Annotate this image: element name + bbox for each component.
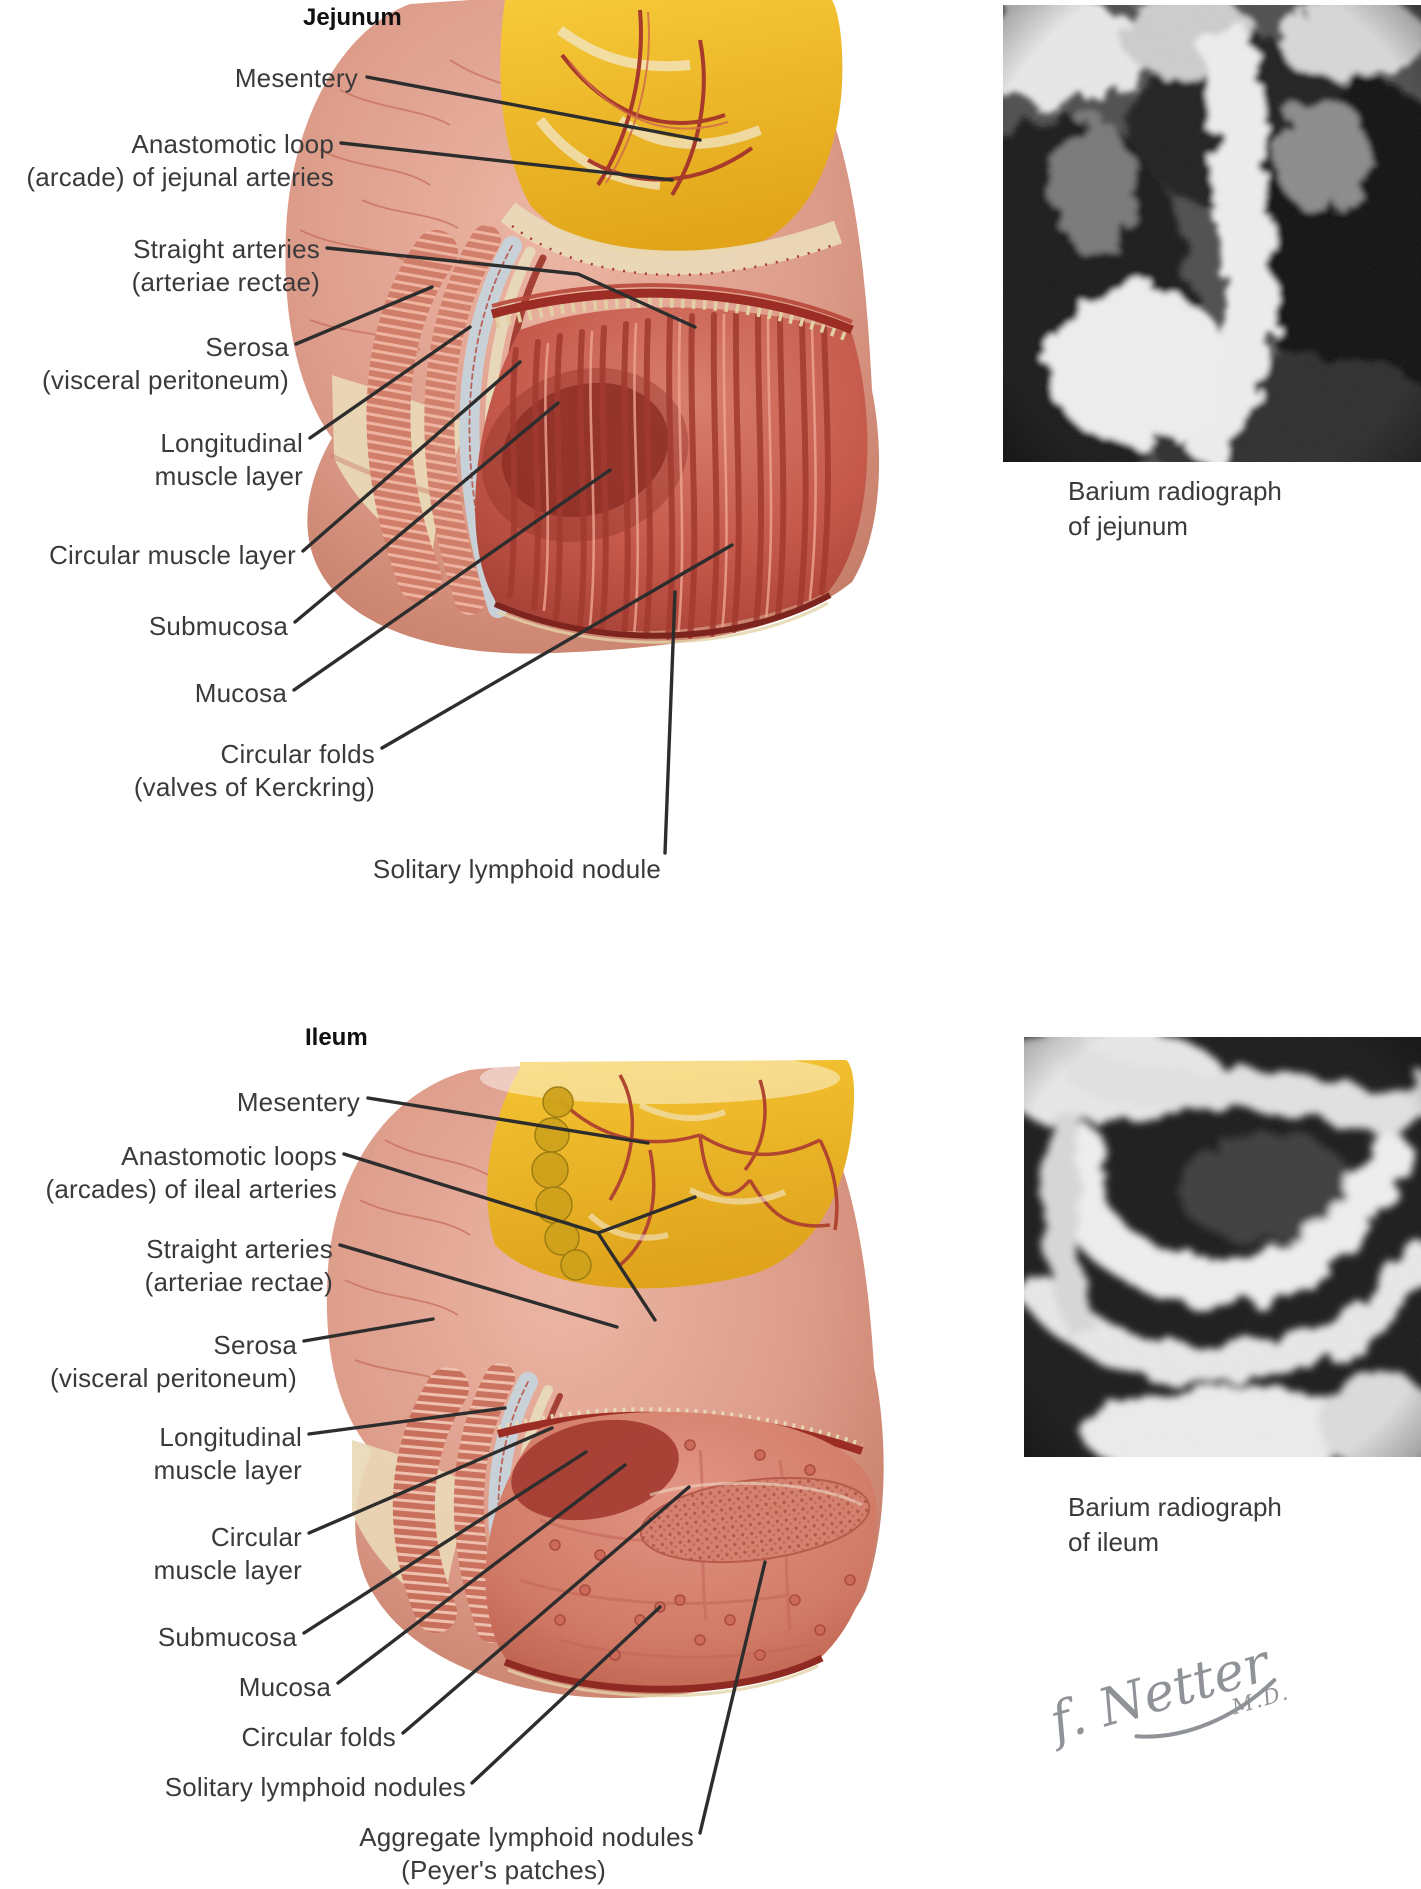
label-jejunum-circular-folds: Circular folds (valves of Kerckring) [134,738,375,804]
label-text: (arcades) of ileal arteries [45,1174,337,1204]
label-ileum-aggregate-nodules: Aggregate lymphoid nodules (Peyer's patc… [359,1821,694,1887]
label-ileum-serosa: Serosa (visceral peritoneum) [50,1329,297,1395]
jejunum-radiograph-caption: Barium radiograph of jejunum [1068,474,1282,544]
label-text: Mesentery [236,1087,360,1117]
jejunum-title: Jejunum [303,4,402,31]
label-jejunum-mesentery: Mesentery [235,62,358,95]
label-jejunum-circular-muscle: Circular muscle layer [49,539,296,572]
label-text: Circular folds [241,1722,396,1752]
label-text: Serosa [205,332,289,362]
caption-text: of ileum [1068,1527,1160,1557]
label-text: Serosa [213,1330,297,1360]
label-jejunum-submucosa: Submucosa [149,610,288,643]
label-jejunum-serosa: Serosa (visceral peritoneum) [42,331,289,397]
label-ileum-straight-arteries: Straight arteries (arteriae rectae) [145,1233,333,1299]
label-text: Longitudinal [159,1422,302,1452]
label-text: (visceral peritoneum) [42,365,289,395]
label-jejunum-straight-arteries: Straight arteries (arteriae rectae) [132,233,320,299]
label-text: Straight arteries [133,234,320,264]
label-text: muscle layer [153,1455,302,1485]
netter-signature: f. Netter M.D. [1030,1598,1320,1793]
ileum-illustration [326,1058,884,1699]
label-text: Submucosa [157,1622,297,1652]
label-ileum-solitary-nodules: Solitary lymphoid nodules [165,1771,466,1804]
label-text: Mucosa [238,1672,331,1702]
label-text: muscle layer [153,1555,302,1585]
caption-text: Barium radiograph [1068,1492,1282,1522]
label-ileum-anastomotic-loops: Anastomotic loops (arcades) of ileal art… [45,1140,337,1206]
label-text: Aggregate lymphoid nodules [359,1822,694,1852]
label-text: Anastomotic loop [131,129,334,159]
label-text: (arteriae rectae) [144,1267,333,1297]
label-text: Circular muscle layer [49,540,296,570]
label-ileum-mucosa: Mucosa [239,1671,331,1704]
label-text: (Peyer's patches) [401,1855,606,1885]
signature-flourish [1134,1678,1277,1739]
label-ileum-longitudinal-muscle: Longitudinal muscle layer [154,1421,302,1487]
label-ileum-circular-muscle: Circular muscle layer [154,1521,302,1587]
label-jejunum-mucosa: Mucosa [195,677,287,710]
label-jejunum-longitudinal-muscle: Longitudinal muscle layer [155,427,303,493]
label-text: (visceral peritoneum) [50,1363,297,1393]
label-text: Circular folds [220,739,375,769]
label-text: Circular [210,1522,302,1552]
label-text: Anastomotic loops [121,1141,337,1171]
ileum-radiograph-caption: Barium radiograph of ileum [1068,1490,1282,1560]
label-text: muscle layer [154,461,303,491]
label-jejunum-anastomotic-loop: Anastomotic loop (arcade) of jejunal art… [26,128,334,194]
label-text: Longitudinal [160,428,303,458]
label-ileum-submucosa: Submucosa [158,1621,297,1654]
label-text: Solitary lymphoid nodule [372,854,661,884]
label-text: (arteriae rectae) [131,267,320,297]
ileum-radiograph [1024,1037,1421,1457]
jejunum-radiograph [1003,5,1421,462]
label-text: (arcade) of jejunal arteries [26,162,334,192]
label-text: Submucosa [148,611,288,641]
label-text: (valves of Kerckring) [133,772,375,802]
caption-text: of jejunum [1068,511,1188,541]
label-text: Solitary lymphoid nodules [164,1772,466,1802]
label-jejunum-solitary-nodule: Solitary lymphoid nodule [373,853,661,886]
label-text: Mesentery [234,63,358,93]
label-text: Mucosa [194,678,287,708]
ileum-title: Ileum [305,1024,368,1051]
jejunum-illustration [285,0,880,654]
label-ileum-mesentery: Mesentery [237,1086,360,1119]
label-ileum-circular-folds: Circular folds [241,1721,396,1754]
label-text: Straight arteries [146,1234,333,1264]
caption-text: Barium radiograph [1068,476,1282,506]
